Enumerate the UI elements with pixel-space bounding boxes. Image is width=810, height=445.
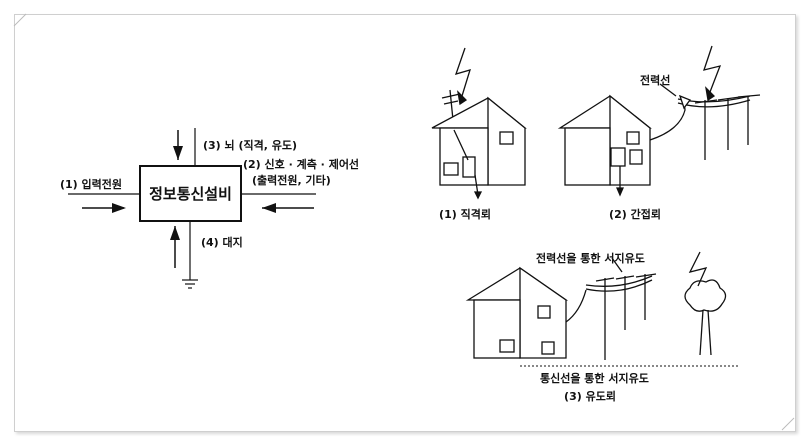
lightning-bolt-icon: [454, 47, 471, 97]
induced-strike-illustration: [465, 251, 727, 360]
equipment-box-label: 정보통신설비: [149, 185, 232, 203]
lightning-bolt-icon: [688, 251, 708, 287]
indirect-strike-illustration: [557, 45, 761, 197]
label-powerline-surge: 전력선을 통한 서지유도: [536, 251, 645, 265]
ground-arrow: [170, 221, 198, 289]
label-ground: (4) 대지: [201, 235, 243, 249]
label-powerline: 전력선: [640, 73, 670, 87]
lightning-bolt-icon: [703, 45, 722, 93]
label-signal-lines-sub: (출력전원, 기타): [252, 173, 331, 187]
label-lightning: (3) 뇌 (직격, 유도): [203, 138, 297, 152]
corner-fold-br: [781, 417, 795, 431]
signal-line-arrow: [241, 193, 316, 213]
label-commline-surge: 통신선을 통한 서지유도: [540, 371, 649, 385]
equipment-block: 정보통신설비: [139, 165, 242, 222]
input-power-arrow: [68, 193, 140, 213]
caption-indirect-strike: (2) 간접뢰: [609, 207, 661, 221]
direct-strike-illustration: [431, 47, 527, 200]
lightning-entry-arrow: [173, 128, 196, 166]
caption-direct-strike: (1) 직격뢰: [439, 207, 491, 221]
label-input-power: (1) 입력전원: [60, 177, 122, 191]
figure-frame: [14, 14, 796, 432]
equipment-box: [139, 165, 242, 222]
caption-induced-strike: (3) 유도뢰: [564, 389, 616, 403]
label-signal-lines: (2) 신호 · 계측 · 제어선: [243, 157, 359, 171]
corner-fold-tl: [13, 13, 27, 27]
